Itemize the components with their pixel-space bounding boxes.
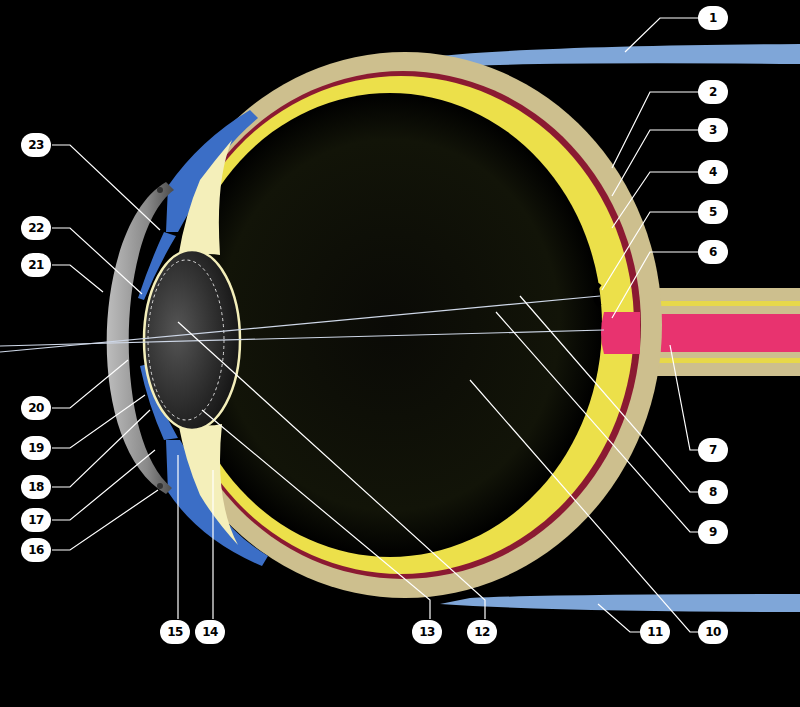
callout-number: 13 bbox=[412, 620, 442, 644]
upper-muscle bbox=[420, 44, 800, 66]
callout-number: 18 bbox=[21, 475, 51, 499]
callout-number: 21 bbox=[21, 253, 51, 277]
callout-number: 16 bbox=[21, 538, 51, 562]
schlemm-canal bbox=[157, 483, 163, 489]
callout-number: 5 bbox=[698, 200, 728, 224]
callout-number: 1 bbox=[698, 6, 728, 30]
callout-number: 20 bbox=[21, 396, 51, 420]
optic-disc bbox=[601, 312, 640, 354]
zonule bbox=[178, 140, 232, 258]
callout-number: 17 bbox=[21, 508, 51, 532]
callout-number: 4 bbox=[698, 160, 728, 184]
callout-number: 23 bbox=[21, 133, 51, 157]
callout-number: 6 bbox=[698, 240, 728, 264]
leader-lines bbox=[52, 18, 703, 632]
callout-number: 3 bbox=[698, 118, 728, 142]
callout-number: 8 bbox=[698, 480, 728, 504]
lower-muscle bbox=[440, 594, 800, 612]
callout-number: 14 bbox=[195, 620, 225, 644]
zonule bbox=[178, 422, 238, 545]
callout-number: 22 bbox=[21, 216, 51, 240]
callout-number: 10 bbox=[698, 620, 728, 644]
callout-number: 19 bbox=[21, 436, 51, 460]
schlemm-canal bbox=[157, 187, 163, 193]
callout-number: 11 bbox=[640, 620, 670, 644]
callout-number: 15 bbox=[160, 620, 190, 644]
callout-number: 7 bbox=[698, 438, 728, 462]
callout-number: 9 bbox=[698, 520, 728, 544]
callout-number: 2 bbox=[698, 80, 728, 104]
callout-number: 12 bbox=[467, 620, 497, 644]
fovea bbox=[595, 284, 600, 306]
vitreous-body bbox=[178, 93, 602, 557]
cornea bbox=[107, 182, 174, 494]
